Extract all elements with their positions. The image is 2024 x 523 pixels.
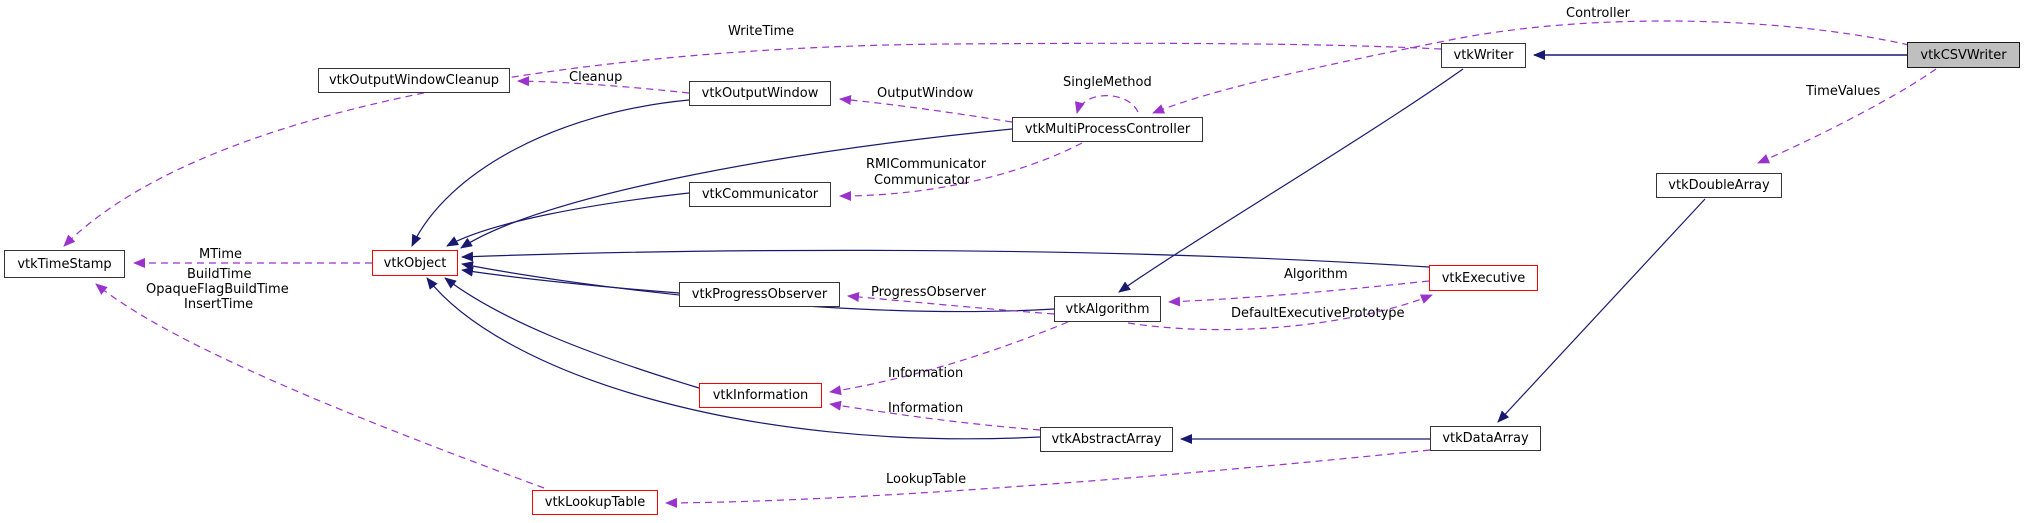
edge-singlemethod-loop bbox=[1074, 95, 1139, 114]
node-vtkcommunicator[interactable]: vtkCommunicator bbox=[689, 182, 831, 207]
edge-progressobserver-member bbox=[847, 292, 1055, 315]
edge-progressobserver-to-object bbox=[461, 266, 680, 294]
edge-communicator-member bbox=[839, 142, 1083, 201]
edge-information-to-object bbox=[444, 277, 700, 389]
edge-writetime bbox=[63, 42, 1442, 247]
edge-information-from-algorithm bbox=[829, 321, 1069, 396]
edge-multiprocesscontroller-to-object bbox=[460, 128, 1013, 249]
edge-communicator-to-object bbox=[446, 192, 690, 247]
node-vtkobject[interactable]: vtkObject bbox=[372, 250, 458, 276]
node-vtkexecutive[interactable]: vtkExecutive bbox=[1429, 265, 1538, 291]
edge-lookuptable-member bbox=[665, 449, 1431, 508]
node-vtkoutputwindowcleanup[interactable]: vtkOutputWindowCleanup bbox=[318, 68, 510, 93]
node-vtkwriter[interactable]: vtkWriter bbox=[1441, 43, 1526, 68]
node-vtkcsvwriter-current: vtkCSVWriter bbox=[1907, 42, 2020, 68]
node-vtkinformation[interactable]: vtkInformation bbox=[699, 383, 822, 408]
edge-timevalues bbox=[1757, 68, 1937, 164]
node-vtklookuptable[interactable]: vtkLookupTable bbox=[532, 490, 658, 515]
node-vtkdoublearray[interactable]: vtkDoubleArray bbox=[1656, 173, 1782, 198]
edge-defaultexecutiveprototype bbox=[1127, 294, 1433, 331]
node-vtkmultiprocesscontroller[interactable]: vtkMultiProcessController bbox=[1012, 117, 1203, 142]
edge-abstractarray-to-object bbox=[426, 277, 1041, 440]
node-vtkalgorithm[interactable]: vtkAlgorithm bbox=[1054, 296, 1161, 322]
edge-writer-to-algorithm bbox=[1118, 68, 1464, 293]
edge-doublearray-to-dataarray bbox=[1497, 198, 1706, 423]
edge-cleanup bbox=[517, 76, 690, 94]
node-vtkdataarray[interactable]: vtkDataArray bbox=[1430, 426, 1541, 451]
edge-information-from-abstractarray bbox=[829, 400, 1041, 431]
node-vtktimestamp[interactable]: vtkTimeStamp bbox=[4, 250, 125, 278]
node-vtkoutputwindow[interactable]: vtkOutputWindow bbox=[689, 81, 831, 106]
edge-buildtime-inserttime bbox=[95, 283, 545, 489]
node-vtkabstractarray[interactable]: vtkAbstractArray bbox=[1040, 427, 1173, 452]
edge-executive-to-object bbox=[461, 249, 1430, 268]
edge-outputwindow-to-object bbox=[411, 99, 690, 247]
edge-outputwindow-member bbox=[839, 95, 1013, 123]
node-vtkprogressobserver[interactable]: vtkProgressObserver bbox=[679, 282, 840, 307]
edge-algorithm-member bbox=[1168, 280, 1430, 307]
edge-controller bbox=[1152, 20, 1910, 114]
